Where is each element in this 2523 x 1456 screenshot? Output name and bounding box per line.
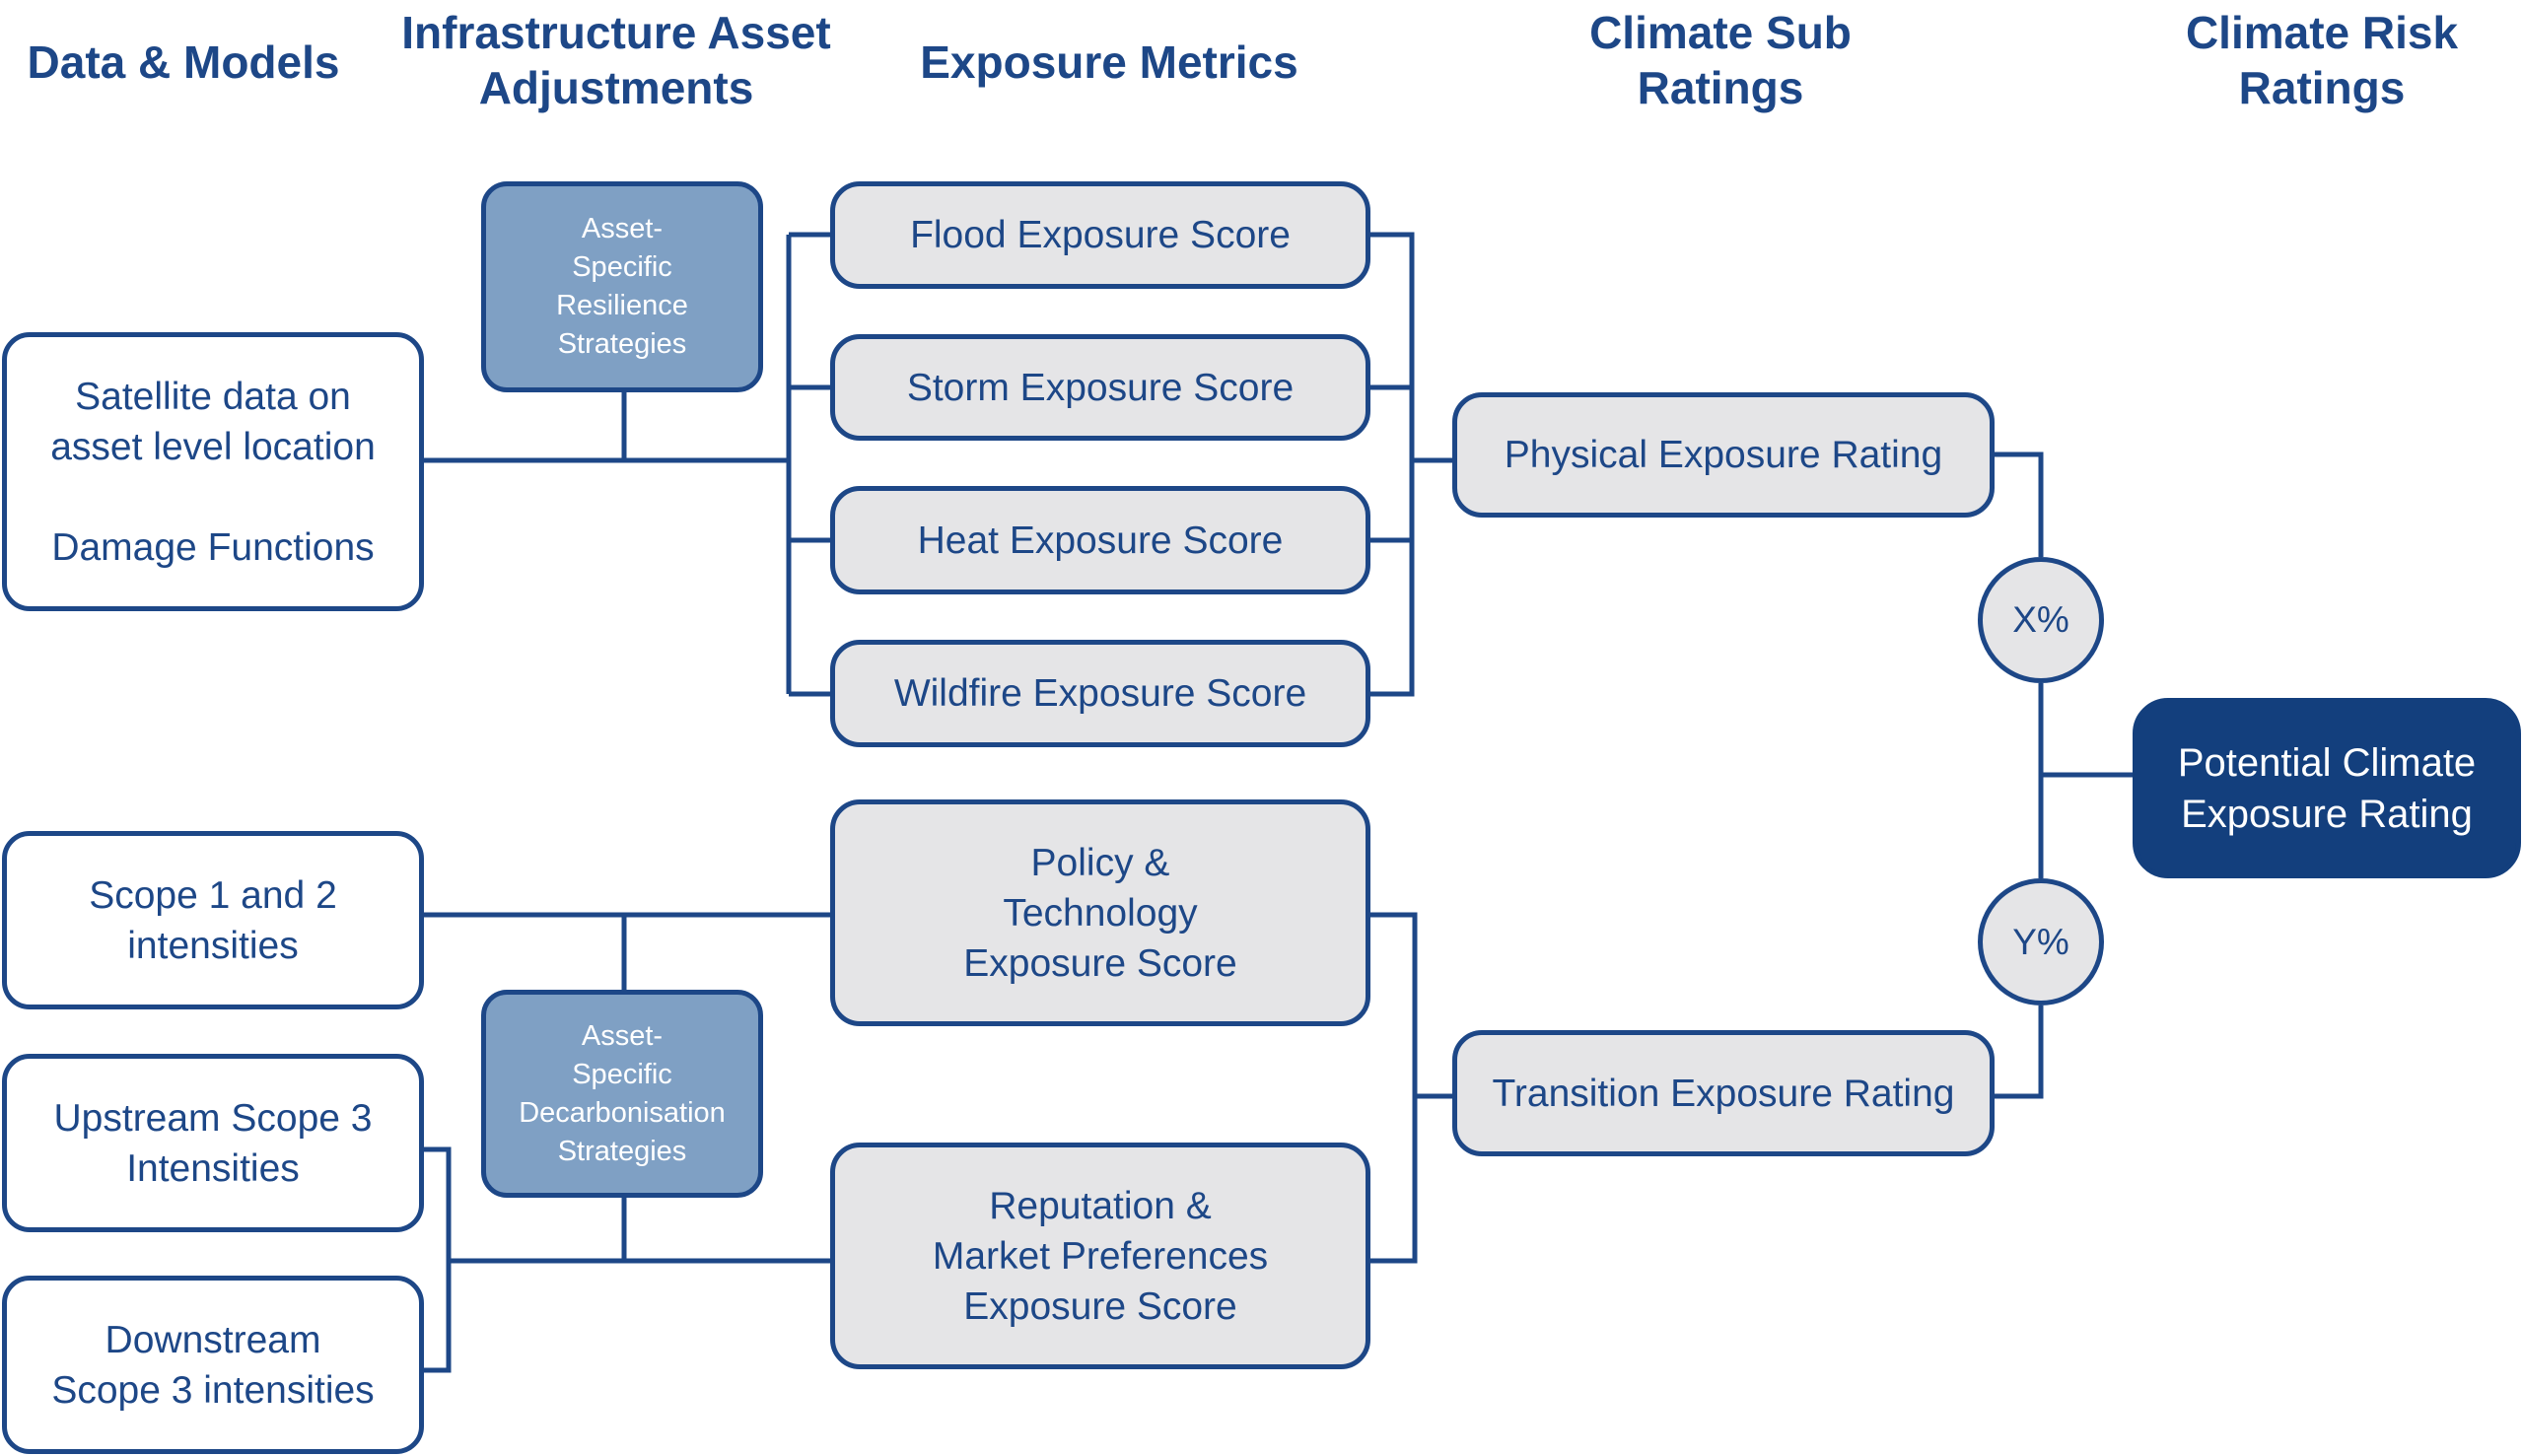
potential-climate-exposure-rating-box: Potential Climate Exposure Rating bbox=[2133, 698, 2521, 878]
policy-technology-exposure-score-box: Policy & Technology Exposure Score bbox=[830, 799, 1370, 1026]
wildfire-exposure-score-box: Wildfire Exposure Score bbox=[830, 640, 1370, 747]
connector-scope3-bracket bbox=[424, 1146, 452, 1373]
weight-y-percent-circle: Y% bbox=[1978, 878, 2104, 1005]
heat-exposure-score-box: Heat Exposure Score bbox=[830, 486, 1370, 594]
header-climate-risk-ratings: Climate Risk Ratings bbox=[2185, 7, 2459, 113]
storm-exposure-score-box: Storm Exposure Score bbox=[830, 334, 1370, 441]
connector-transition-to-weights bbox=[1995, 1005, 2044, 1099]
physical-exposure-rating-box: Physical Exposure Rating bbox=[1452, 392, 1995, 518]
header-infrastructure-adjustments: Infrastructure Asset Adjustments bbox=[401, 7, 831, 113]
downstream-scope-3-box: Downstream Scope 3 intensities bbox=[2, 1276, 424, 1454]
connector-policy-reputation-bus bbox=[1370, 912, 1418, 1264]
scope-1-2-intensities-box: Scope 1 and 2 intensities bbox=[2, 831, 424, 1009]
decarbonisation-strategies-box: Asset- Specific Decarbonisation Strategi… bbox=[481, 990, 763, 1198]
connector-metrics-bus-right bbox=[1370, 232, 1415, 697]
transition-exposure-rating-box: Transition Exposure Rating bbox=[1452, 1030, 1995, 1156]
weight-x-percent-circle: X% bbox=[1978, 557, 2104, 683]
resilience-strategies-box: Asset- Specific Resilience Strategies bbox=[481, 181, 763, 392]
header-data-models: Data & Models bbox=[27, 36, 340, 88]
upstream-scope-3-box: Upstream Scope 3 Intensities bbox=[2, 1054, 424, 1232]
flood-exposure-score-box: Flood Exposure Score bbox=[830, 181, 1370, 289]
header-climate-sub-ratings: Climate Sub Ratings bbox=[1589, 7, 1852, 113]
header-exposure-metrics: Exposure Metrics bbox=[920, 36, 1298, 88]
satellite-damage-functions-box: Satellite data on asset level location D… bbox=[2, 332, 424, 611]
reputation-market-exposure-score-box: Reputation & Market Preferences Exposure… bbox=[830, 1143, 1370, 1369]
connector-physical-to-weights bbox=[1995, 451, 2044, 557]
